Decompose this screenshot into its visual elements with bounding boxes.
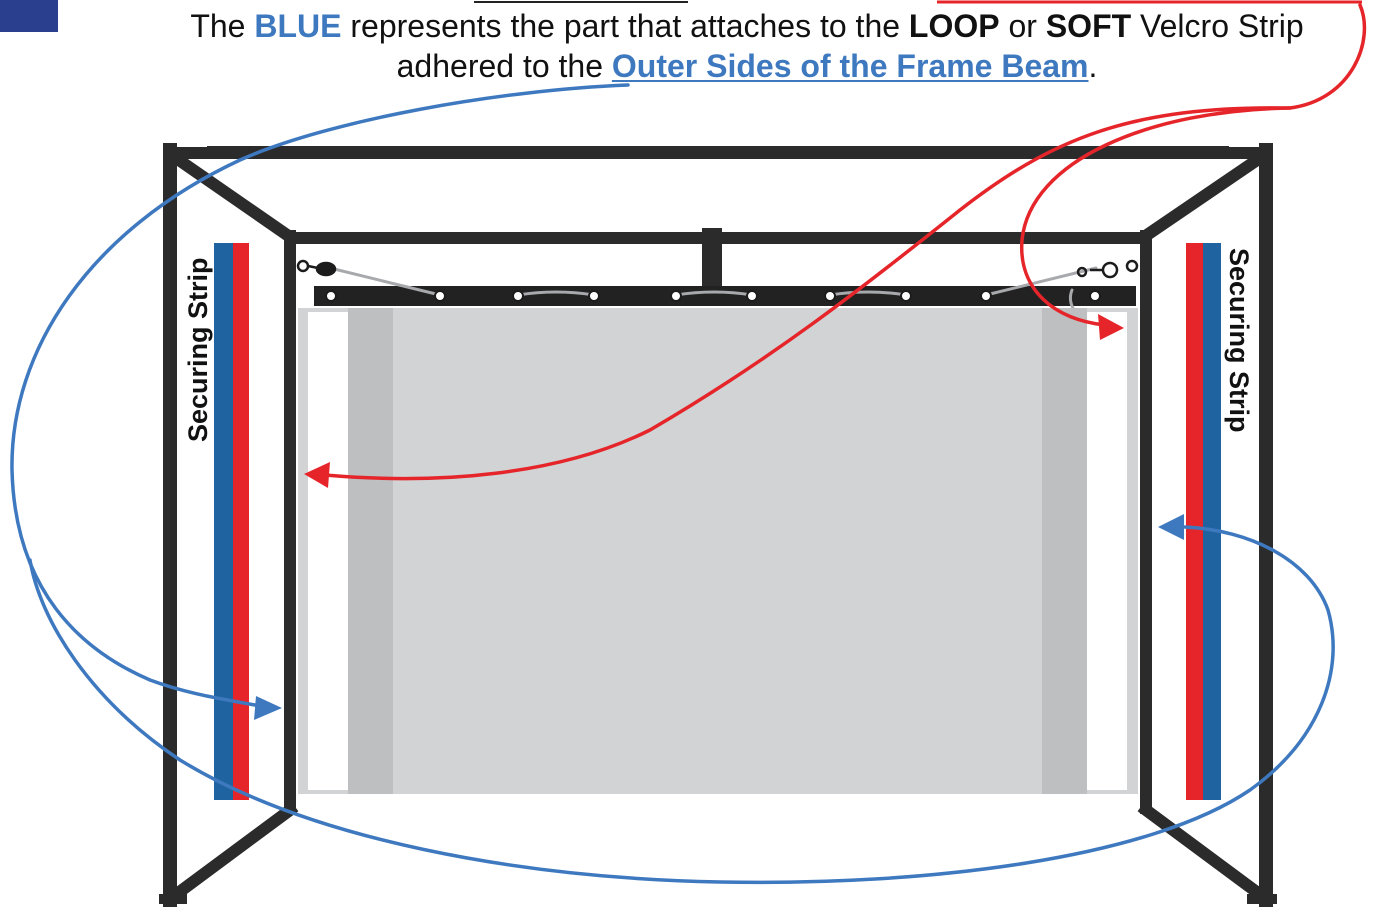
screen-band-right [1042, 308, 1087, 794]
blue-arrow-to-right-screen-edge [28, 525, 1335, 885]
loop-keyword: LOOP [908, 8, 1000, 44]
caption-text: or [999, 8, 1046, 44]
grommets [325, 290, 1101, 302]
red-arrow-to-right-screen-edge [1020, 106, 1292, 327]
grommet-icon [1089, 290, 1101, 302]
blue-arrowhead-left [254, 696, 282, 720]
blue-arrowhead-right [1158, 514, 1184, 540]
grommet-icon [512, 290, 524, 302]
projection-screen [298, 308, 1138, 794]
frame [159, 143, 1277, 907]
grommet-icon [980, 290, 992, 302]
bungee-hook-icon [296, 259, 337, 277]
caption-text: adhered to the [396, 48, 612, 84]
caption-line-1: The BLUE represents the part that attach… [55, 6, 1384, 46]
grommet-icon [670, 290, 682, 302]
screen-edge-left [308, 312, 348, 790]
grommet-icon [900, 290, 912, 302]
frame-beam-link[interactable]: Outer Sides of the Frame Beam [611, 48, 1089, 84]
center-support [702, 228, 722, 300]
red-arrow-to-left-screen-edge [323, 3, 1367, 481]
grommet-icon [746, 290, 758, 302]
screen-edge-right [1087, 312, 1127, 790]
screen-band-left [348, 308, 393, 794]
red-arrowhead-right [1098, 314, 1124, 340]
left-strip-label: Securing Strip [183, 257, 213, 442]
blue-swatch-icon [0, 0, 58, 32]
bungee-hook-icon [1076, 259, 1139, 279]
blue-arrow-to-left-screen-edge [10, 83, 630, 708]
right-securing-strip: Securing Strip [1186, 243, 1254, 800]
caption-line-2: adhered to the Outer Sides of the Frame … [55, 46, 1384, 86]
caption-text: represents the part that attaches to the [341, 8, 909, 44]
red-arrowhead-left [304, 462, 330, 488]
red-arrows [323, 3, 1367, 481]
grommet-icon [434, 290, 446, 302]
grommet-icon [325, 290, 337, 302]
soft-keyword: SOFT [1045, 8, 1132, 44]
left-securing-strip: Securing Strip [183, 243, 249, 800]
blue-keyword: BLUE [254, 8, 342, 44]
caption-text: . [1088, 48, 1098, 84]
caption-text: The [190, 8, 255, 44]
screen-surface [298, 308, 1138, 794]
caption-text: Velcro Strip [1131, 8, 1304, 44]
grommet-icon [588, 290, 600, 302]
grommet-icon [824, 290, 836, 302]
right-strip-label: Securing Strip [1224, 248, 1254, 433]
blue-arrows [10, 83, 1335, 885]
